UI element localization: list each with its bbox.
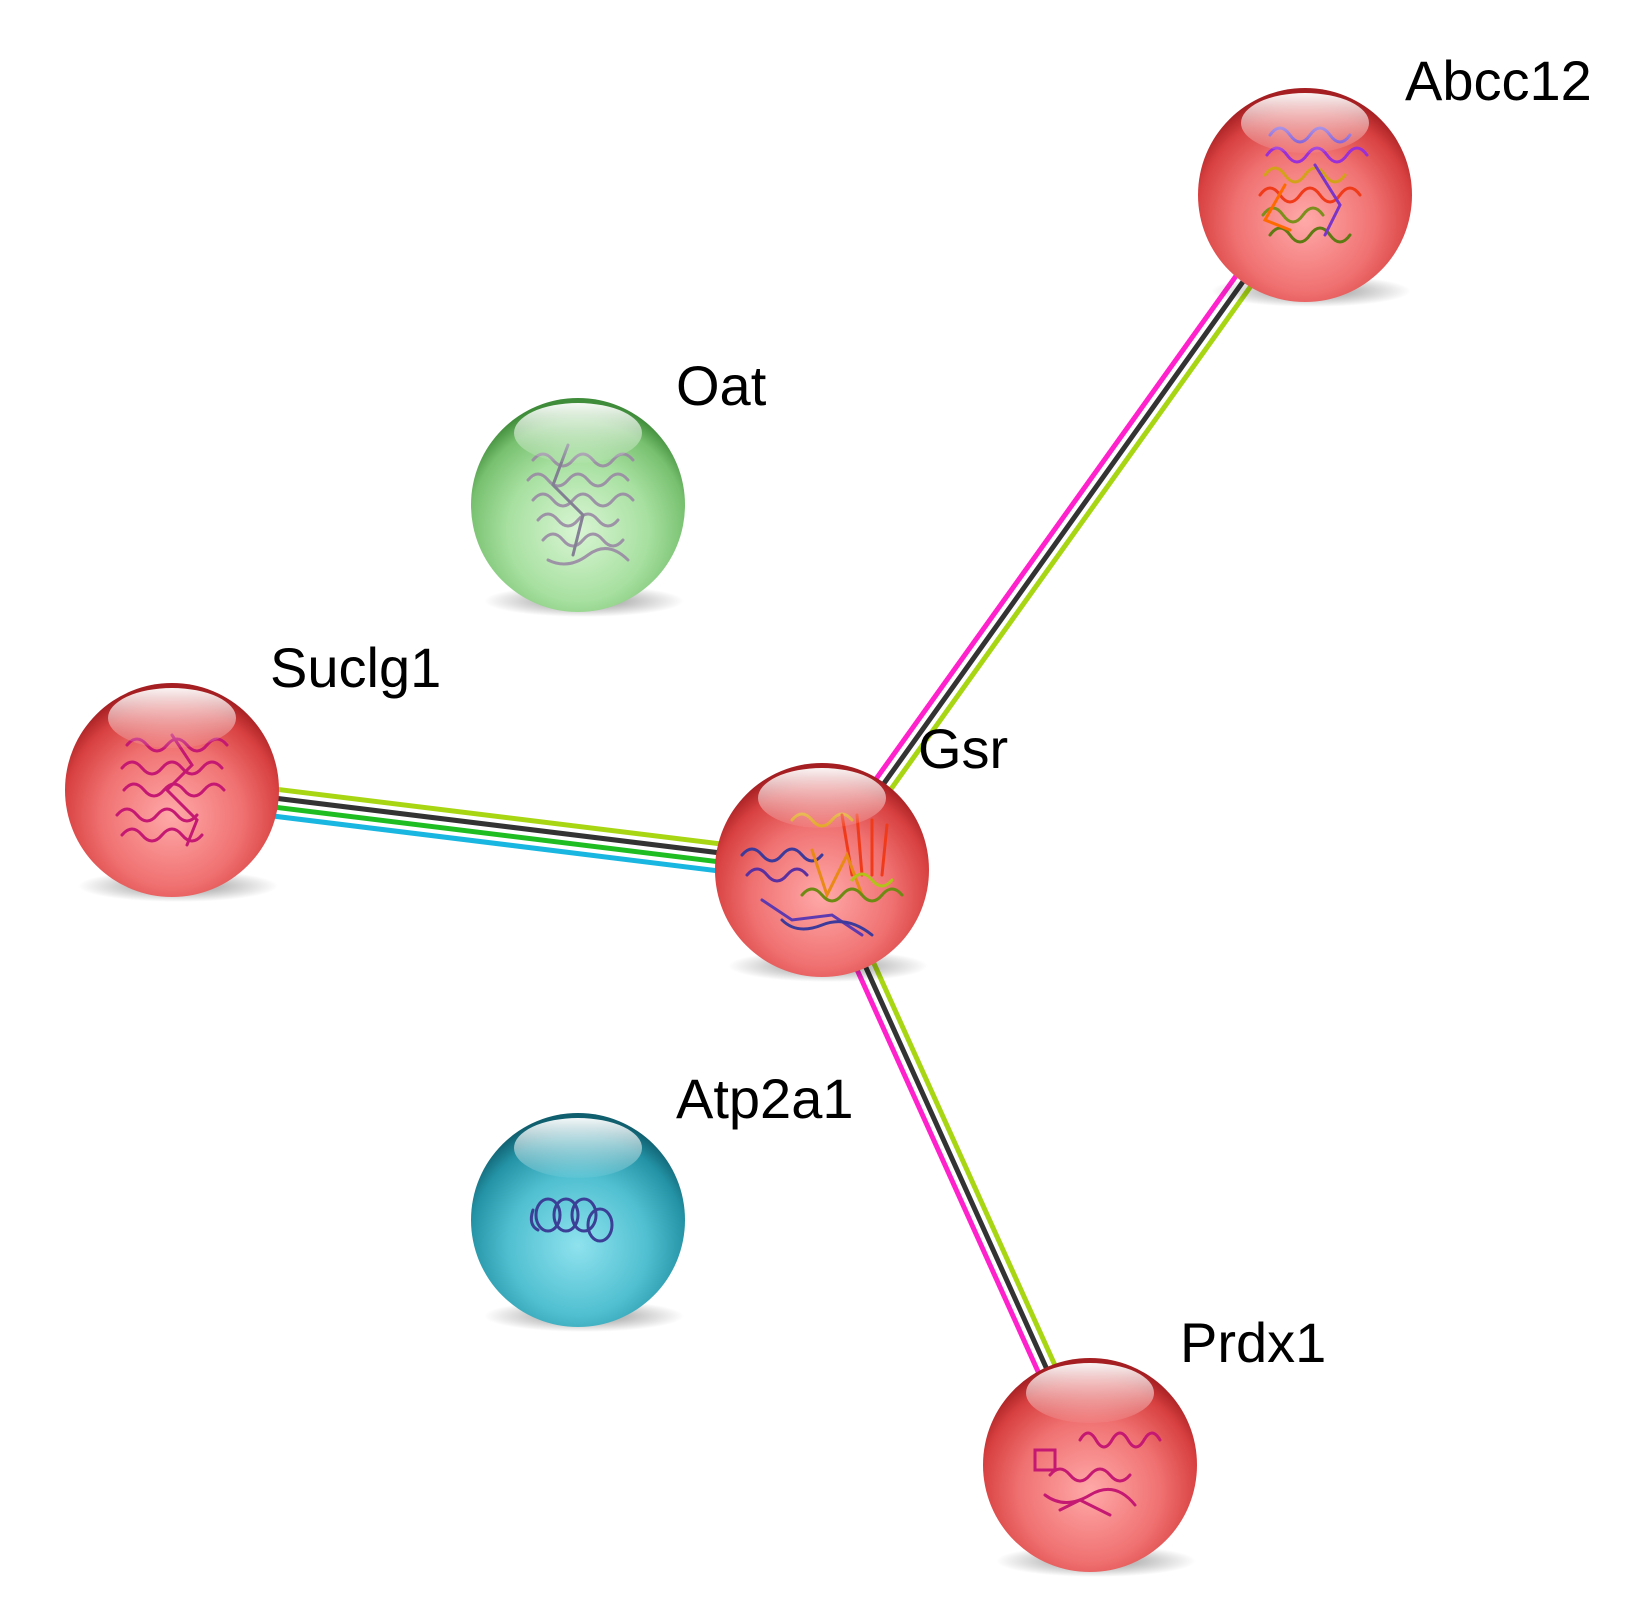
node-label-suclg1: Suclg1 [270,636,441,699]
node-sphere [715,763,929,977]
nodes-layer [65,88,1412,1577]
node-sphere [471,398,685,612]
edge-evidence-line [826,197,1315,878]
edge-evidence-line [812,187,1301,868]
edges-layer [167,187,1315,1472]
node-label-prdx1: Prdx1 [1180,1311,1326,1374]
node-label-oat: Oat [676,354,767,417]
edge-evidence-line [170,783,826,869]
edge-evidence-line [171,774,827,860]
node-sphere [983,1358,1197,1572]
node-sphere [1198,88,1412,302]
labels-layer: Abcc12 Oat Suclg1 Gsr Atp2a1 Prdx1 [270,49,1592,1374]
edge-gsr-abcc12[interactable] [812,187,1315,878]
node-gloss [514,403,642,463]
node-gsr[interactable] [715,763,929,982]
node-gloss [1241,93,1369,153]
node-abcc12[interactable] [1198,88,1412,307]
node-oat[interactable] [471,398,685,617]
node-label-gsr: Gsr [918,717,1008,780]
node-gloss [1026,1363,1154,1423]
node-prdx1[interactable] [983,1358,1197,1577]
node-label-atp2a1: Atp2a1 [676,1067,854,1130]
edge-evidence-line [819,192,1308,873]
node-label-abcc12: Abcc12 [1405,49,1592,112]
node-suclg1[interactable] [65,683,279,902]
node-sphere [65,683,279,897]
node-gloss [758,768,886,828]
edge-evidence-line [167,800,823,886]
edge-evidence-line [168,791,824,877]
protein-structure-icon [529,1197,614,1243]
edge-suclg1-gsr[interactable] [167,774,827,886]
node-gloss [108,688,236,748]
node-gloss [514,1118,642,1178]
protein-structure-icon [1033,1431,1162,1517]
node-atp2a1[interactable] [471,1113,685,1332]
